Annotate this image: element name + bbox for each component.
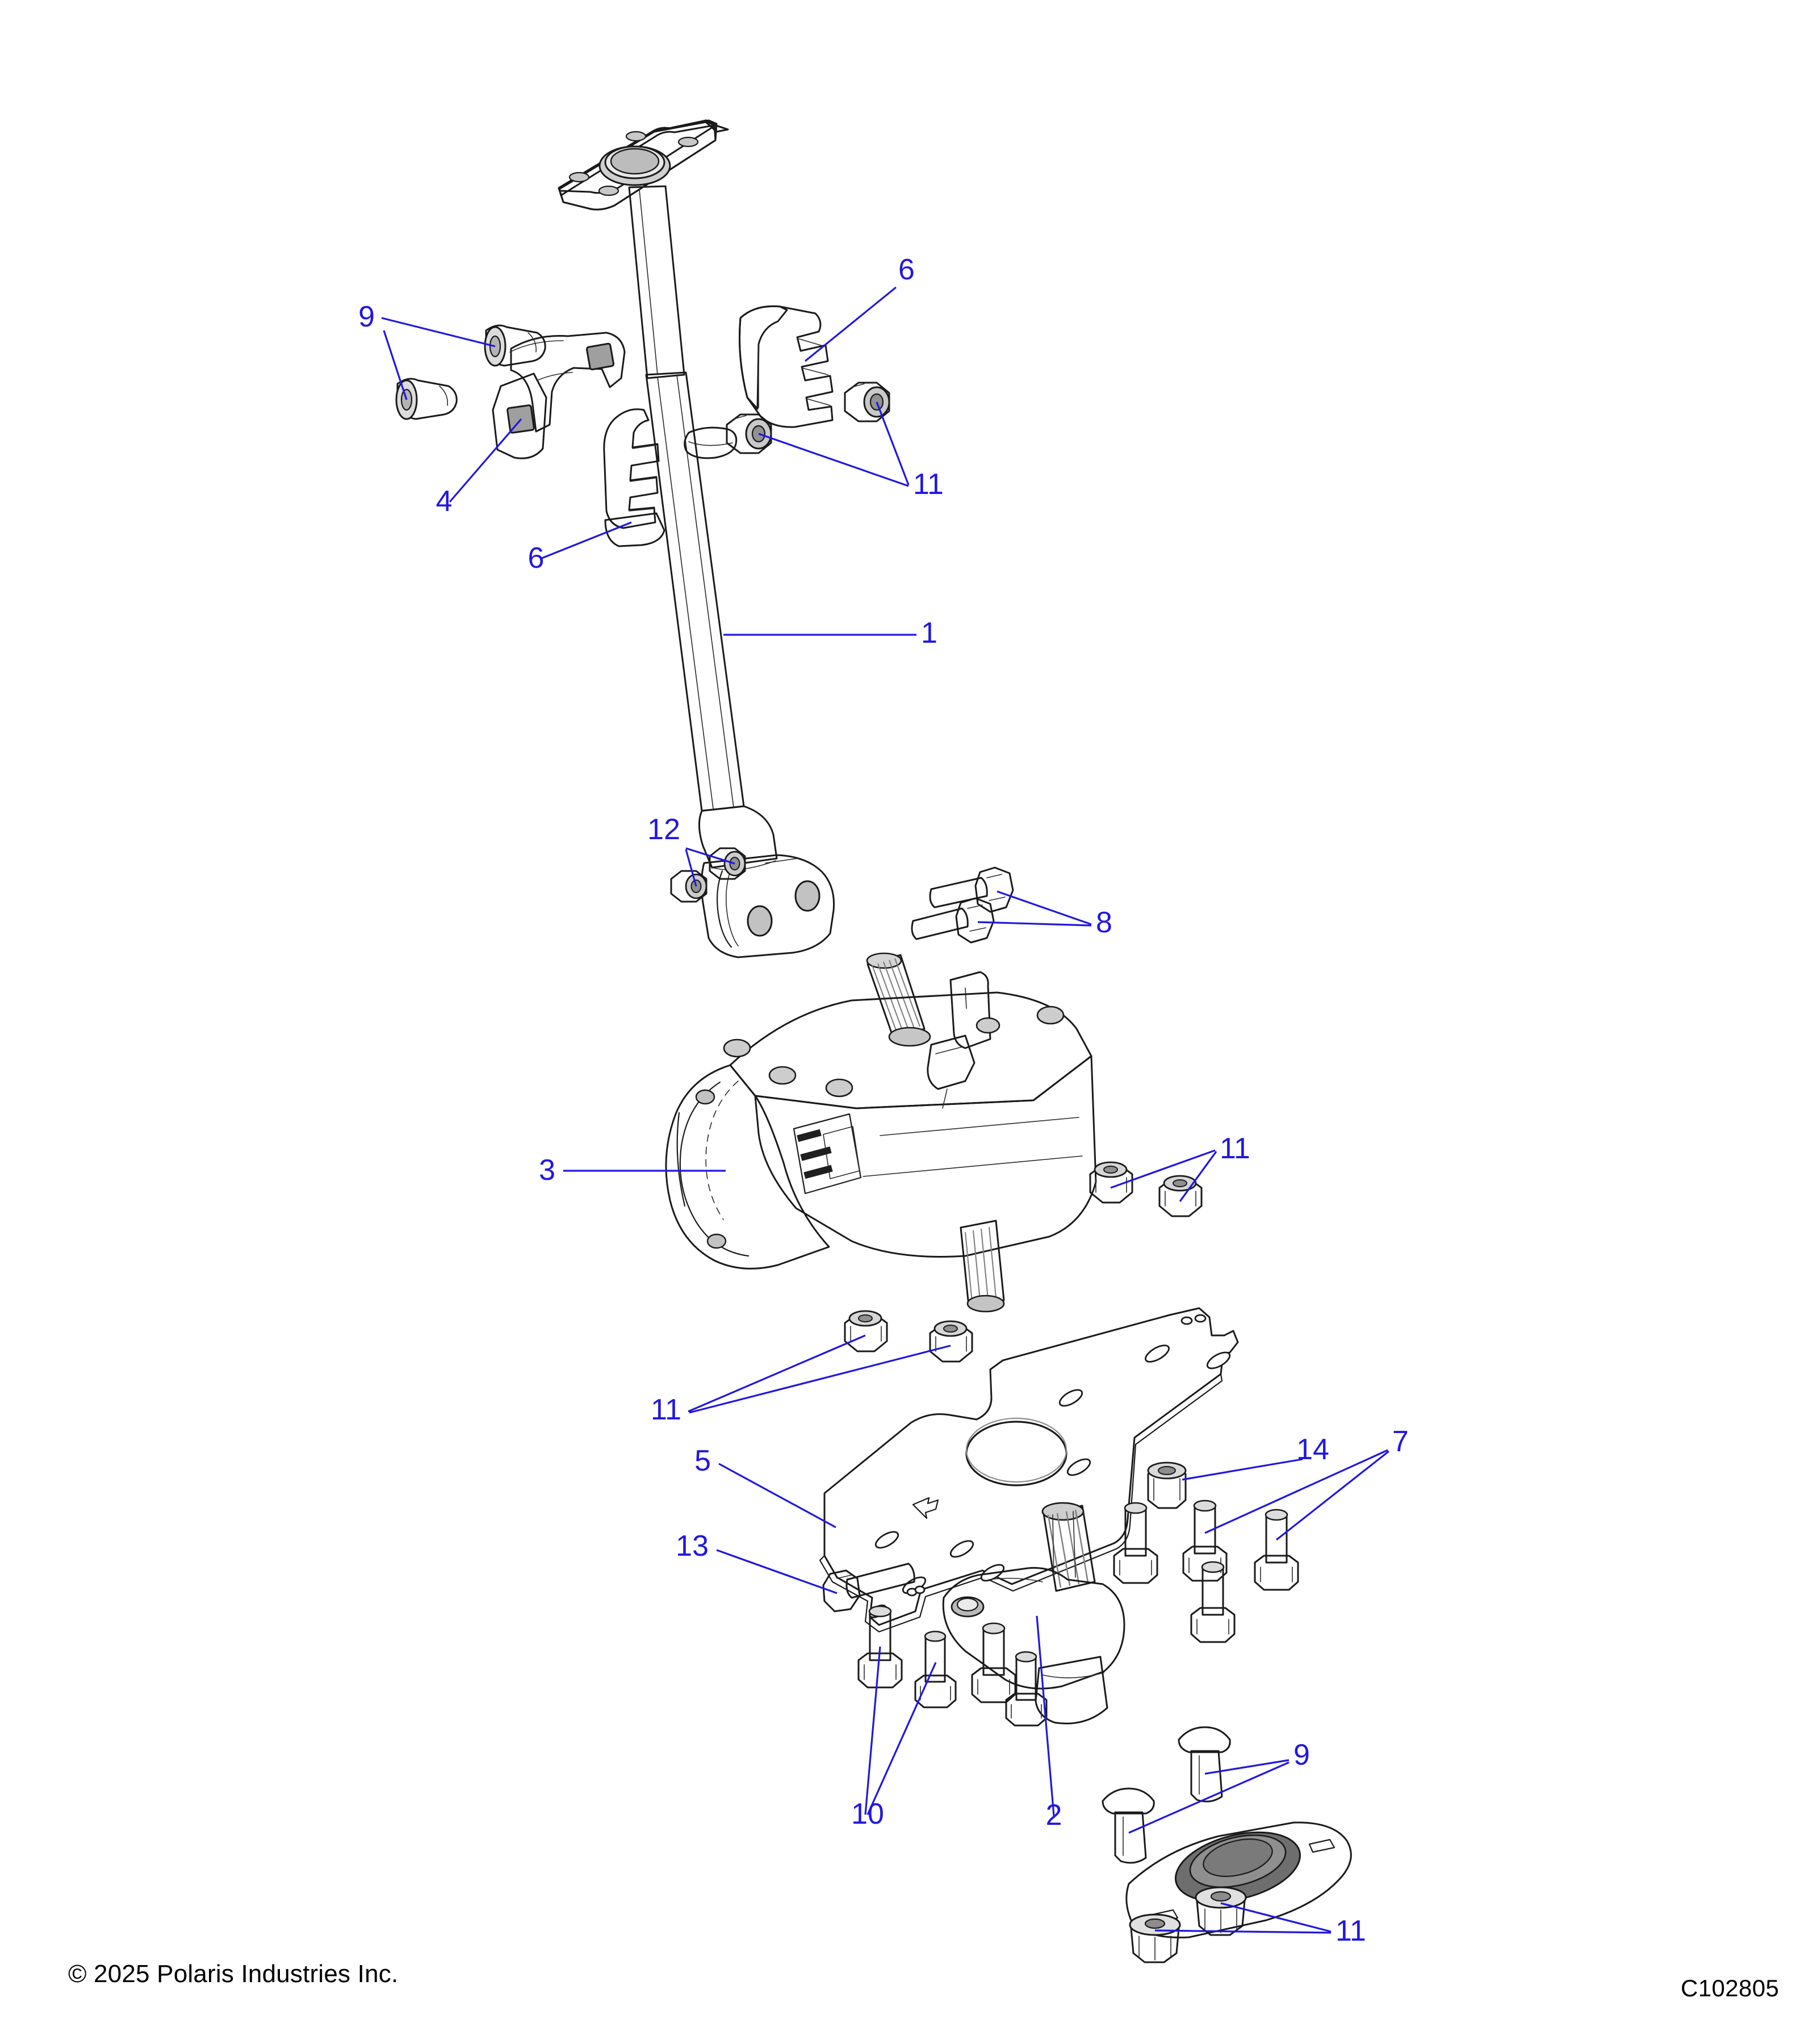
part-flange-nut-plate-b[interactable] [929, 1320, 973, 1363]
part-steering-shaft-assembly[interactable] [558, 119, 835, 958]
part-coupler-bolt-b[interactable] [911, 897, 995, 944]
callout-11-upper[interactable]: 11 [913, 468, 944, 501]
part-coupler-nut-a[interactable] [709, 847, 746, 880]
part-coupler-bolt-a[interactable] [929, 866, 1014, 913]
callout-8[interactable]: 8 [1096, 906, 1112, 939]
part-column-bushing-left[interactable] [603, 408, 665, 547]
callout-9-lower[interactable]: 9 [1293, 1739, 1310, 1771]
part-flange-bolt-long-b[interactable] [1254, 1509, 1299, 1591]
callout-10[interactable]: 10 [851, 1798, 884, 1831]
callout-11-gearbox[interactable]: 11 [1220, 1132, 1250, 1165]
gearbox-bolt-boss [723, 1006, 1065, 1098]
callout-2[interactable]: 2 [1046, 1799, 1062, 1832]
part-flange-bolt-long-a[interactable] [1182, 1500, 1228, 1582]
shaft-tube-mid [645, 371, 745, 812]
part-flange-nut-bottom-b[interactable] [1195, 1886, 1247, 1936]
sheet-id-label: C102805 [1681, 1975, 1780, 2001]
leader-lines [381, 286, 1389, 1934]
callout-labels: 9 6 4 11 6 1 12 8 3 11 11 5 14 7 13 10 2… [358, 253, 1409, 1947]
copyright-notice: © 2025 Polaris Industries Inc. [68, 1960, 399, 1988]
part-eps-gearbox-unit[interactable] [665, 952, 1097, 1313]
part-flange-bolt-cluster-a[interactable] [1113, 1502, 1158, 1584]
callout-11-plate[interactable]: 11 [651, 1393, 681, 1426]
gearbox-connector [927, 971, 991, 1090]
part-push-rivet-lower-a[interactable] [1178, 1726, 1231, 1803]
part-flange-bolt-plate-a[interactable] [857, 1605, 903, 1689]
gearbox-data-label [793, 1113, 862, 1195]
callout-4[interactable]: 4 [436, 485, 453, 518]
callout-6-upper[interactable]: 6 [898, 253, 915, 286]
shaft-top-flange [558, 119, 729, 211]
callout-12[interactable]: 12 [647, 813, 680, 846]
part-eps-mounting-plate[interactable] [819, 1307, 1239, 1633]
callout-14[interactable]: 14 [1296, 1433, 1329, 1466]
part-lower-steering-joint[interactable] [942, 1502, 1125, 1725]
part-flange-bolt-plate-c[interactable] [971, 1622, 1016, 1703]
part-push-rivet-lower-b[interactable] [1102, 1787, 1155, 1864]
part-shoulder-bushing[interactable] [1147, 1461, 1187, 1509]
part-coupler-nut-b[interactable] [670, 870, 707, 903]
callout-13[interactable]: 13 [676, 1530, 709, 1563]
part-flange-nut-gearbox-b[interactable] [1158, 1175, 1203, 1217]
callout-3[interactable]: 3 [539, 1154, 555, 1187]
part-flange-nut-gearbox-a[interactable] [1089, 1161, 1133, 1204]
callout-11-bottom[interactable]: 11 [1335, 1915, 1366, 1947]
callout-7[interactable]: 7 [1392, 1425, 1409, 1458]
shaft-retaining-ring [684, 426, 738, 459]
part-flange-bolt-plate-d[interactable] [1005, 1651, 1048, 1727]
part-column-bushing-right[interactable] [739, 305, 834, 428]
callout-5[interactable]: 5 [694, 1444, 711, 1477]
part-steering-column-bracket[interactable] [492, 332, 626, 459]
part-flange-bolt-short[interactable] [822, 1563, 915, 1612]
callout-6-lower[interactable]: 6 [528, 542, 545, 575]
part-flange-nut-plate-a[interactable] [844, 1310, 888, 1352]
callout-9-upper[interactable]: 9 [358, 300, 375, 333]
part-flange-bolt-cluster-b[interactable] [1190, 1561, 1236, 1643]
gearbox-output-shaft [960, 1220, 1005, 1313]
gearbox-input-shaft [866, 952, 931, 1047]
shaft-lower-coupler [698, 805, 835, 958]
callout-1[interactable]: 1 [921, 617, 937, 650]
shaft-tube-upper [628, 185, 685, 379]
